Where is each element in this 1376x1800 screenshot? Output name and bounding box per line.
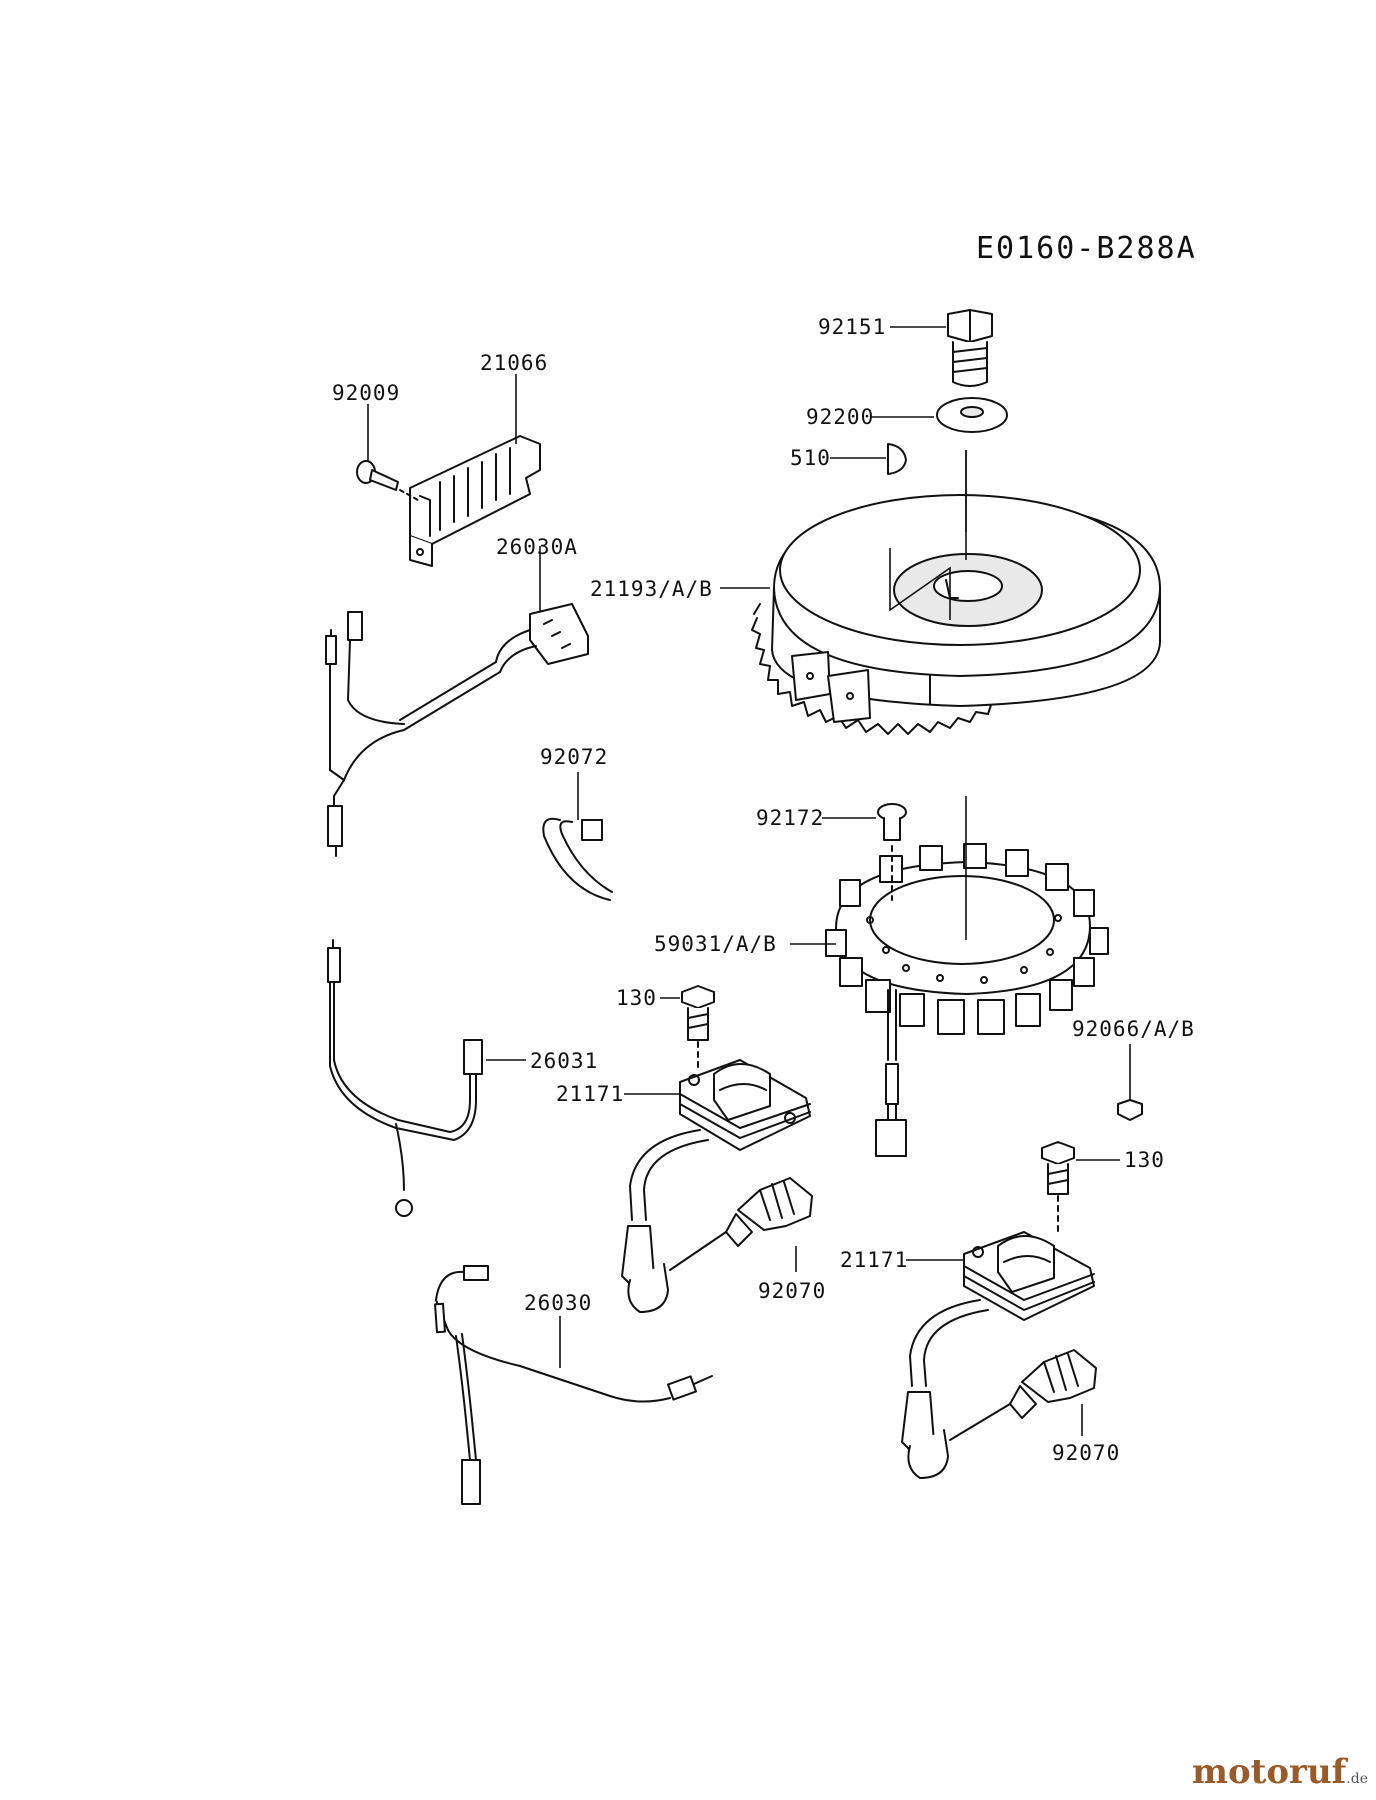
label-21171-right: 21171 [840,1248,908,1272]
watermark-tld: .de [1346,1771,1368,1787]
label-26031: 26031 [530,1049,598,1073]
leader-lines [367,326,1131,1436]
voltage-regulator [409,435,541,567]
coil-bolt-left [681,985,715,1071]
stator [825,843,1109,1157]
label-92066-A-B: 92066/A/B [1072,1017,1195,1041]
wire-clamp-band [542,817,613,901]
label-92070-left: 92070 [758,1279,826,1303]
label-130-right: 130 [1124,1148,1165,1172]
diagram-code: E0160-B288A [976,231,1197,266]
label-21193-A-B: 21193/A/B [590,577,713,601]
ignition-coil-right [901,1231,1097,1479]
flywheel-washer [936,397,1008,433]
nut-92066 [1117,1099,1143,1121]
flywheel-bolt [947,309,993,387]
coil-bolt-right [1041,1141,1075,1237]
part-labels: 92151 92200 510 21066 92009 26030A 21193… [332,315,1195,1465]
ignition-coil-left [621,1059,813,1313]
woodruff-key [887,443,907,475]
label-26030A: 26030A [496,535,578,559]
label-92072: 92072 [540,745,608,769]
label-130-left: 130 [616,986,657,1010]
watermark-logo: motoruf.de [1192,1752,1368,1792]
regulator-screw [356,460,419,501]
flywheel [751,494,1162,735]
label-21171-left: 21171 [556,1082,624,1106]
wire-harness-26030A [325,603,589,857]
label-26030: 26030 [524,1291,592,1315]
label-92009: 92009 [332,381,400,405]
label-21066: 21066 [480,351,548,375]
wire-harness-26031 [327,939,483,1217]
watermark-main: motoruf [1192,1752,1347,1792]
label-92200: 92200 [806,405,874,429]
label-92172: 92172 [756,806,824,830]
wire-harness-26030 [434,1265,713,1505]
label-92070-right: 92070 [1052,1441,1120,1465]
label-510: 510 [790,446,831,470]
label-59031-A-B: 59031/A/B [654,932,777,956]
label-92151: 92151 [818,315,886,339]
stator-screw [877,803,907,901]
